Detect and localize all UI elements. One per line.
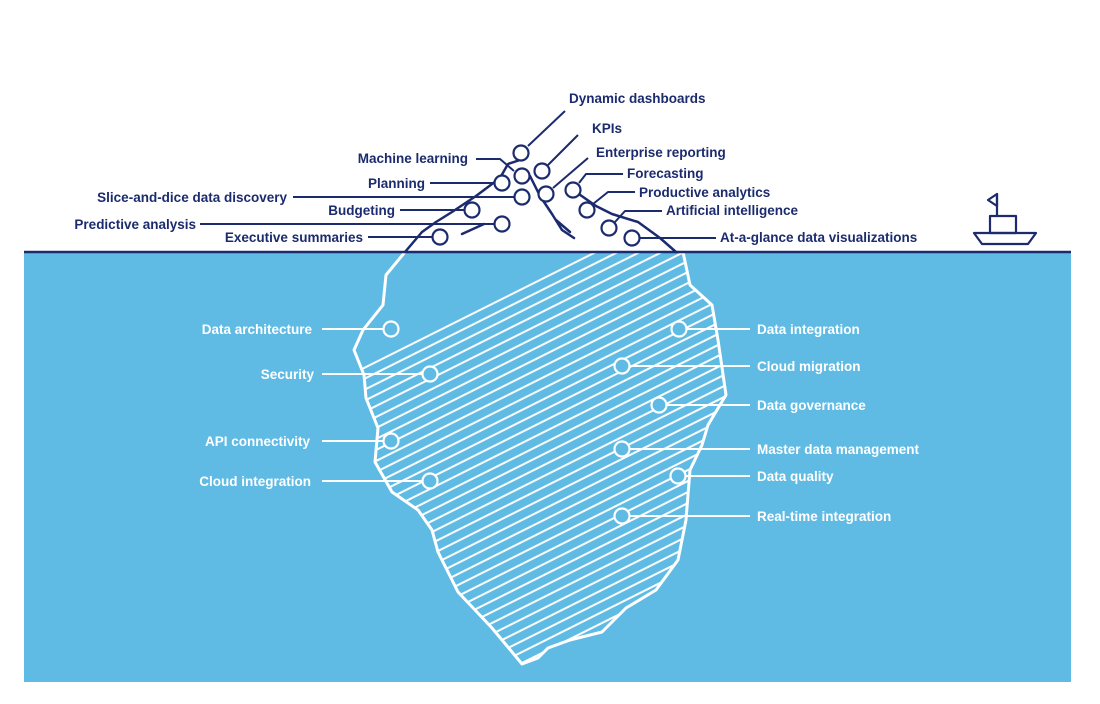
above-water-labels: Dynamic dashboards KPIs Machine learning… [74, 91, 917, 245]
node-cloud-migration [613, 357, 631, 375]
hatch-line [354, 252, 726, 664]
connector-enterprise-reporting [552, 157, 589, 189]
connector-dynamic-dashboards [527, 110, 566, 147]
node-real-time-integration [613, 507, 631, 525]
hatch-line [354, 252, 689, 664]
connector-forecasting [578, 173, 623, 184]
hatch-line [354, 252, 645, 664]
hatch-line [425, 252, 726, 664]
iceberg-underwater-outline [352, 251, 728, 666]
node-planning [493, 174, 511, 192]
hatch-line [354, 252, 726, 664]
label-cloud-migration: Cloud migration [757, 359, 861, 374]
hatch-line [354, 252, 726, 664]
hatch-line [354, 252, 726, 664]
node-data-architecture [382, 320, 400, 338]
label-forecasting: Forecasting [627, 166, 704, 181]
label-data-governance: Data governance [757, 398, 866, 413]
node-data-governance [650, 396, 668, 414]
node-at-a-glance [623, 229, 641, 247]
label-slice-and-dice: Slice-and-dice data discovery [97, 190, 287, 205]
hatch-line [354, 252, 726, 664]
label-budgeting: Budgeting [328, 203, 395, 218]
connector-kpis [547, 134, 579, 166]
hatch-line [354, 252, 623, 664]
node-markers [382, 144, 688, 525]
hatch-line [354, 252, 726, 664]
label-predictive-analysis: Predictive analysis [74, 217, 196, 232]
label-machine-learning: Machine learning [358, 151, 468, 166]
hatch-line [354, 252, 726, 664]
label-real-time-integration: Real-time integration [757, 509, 891, 524]
connector-machine-learning [476, 158, 515, 172]
node-enterprise-reporting [537, 185, 555, 203]
below-water-labels: Data architecture Security API connectiv… [199, 322, 919, 524]
label-at-a-glance: At-a-glance data visualizations [720, 230, 917, 245]
hatch-line [354, 252, 601, 664]
label-data-integration: Data integration [757, 322, 860, 337]
node-budgeting [463, 201, 481, 219]
hatch-line [1086, 250, 1100, 700]
hatch-line [381, 252, 726, 664]
node-slice-and-dice [513, 188, 531, 206]
node-api-connectivity [382, 432, 400, 450]
hatch-line [359, 252, 726, 664]
hatch-line [354, 252, 711, 664]
hatch-line [354, 252, 726, 664]
node-dynamic-dashboards [512, 144, 530, 162]
node-machine-learning [513, 167, 531, 185]
water-area [24, 252, 1071, 682]
hatch-line [354, 252, 726, 664]
hatch-line [403, 252, 726, 664]
label-enterprise-reporting: Enterprise reporting [596, 145, 726, 160]
hatch-line [354, 252, 726, 664]
sailboat-icon [972, 192, 1038, 246]
label-executive-summaries: Executive summaries [225, 230, 363, 245]
hatch-line [354, 252, 726, 664]
node-kpis [533, 162, 551, 180]
label-master-data-management: Master data management [757, 442, 920, 457]
hatch-line [354, 252, 667, 664]
node-artificial-intelligence [600, 219, 618, 237]
label-artificial-intelligence: Artificial intelligence [666, 203, 799, 218]
label-planning: Planning [368, 176, 425, 191]
node-productive-analytics [578, 201, 596, 219]
node-data-quality [669, 467, 687, 485]
label-security: Security [261, 367, 315, 382]
label-kpis: KPIs [592, 121, 622, 136]
node-security [421, 365, 439, 383]
label-cloud-integration: Cloud integration [199, 474, 311, 489]
hatch-line [354, 252, 726, 664]
connector-productive-analytics [592, 191, 635, 205]
node-executive-summaries [431, 228, 449, 246]
label-data-quality: Data quality [757, 469, 834, 484]
hatch-line [447, 252, 726, 664]
hatch-line [354, 252, 726, 664]
node-cloud-integration [421, 472, 439, 490]
hatch-line [354, 252, 726, 664]
node-master-data-management [613, 440, 631, 458]
node-predictive-analysis [493, 215, 511, 233]
label-api-connectivity: API connectivity [205, 434, 311, 449]
connector-artificial-intelligence [614, 210, 662, 223]
label-productive-analytics: Productive analytics [639, 185, 770, 200]
label-data-architecture: Data architecture [202, 322, 313, 337]
connector-lines [200, 110, 750, 517]
label-dynamic-dashboards: Dynamic dashboards [569, 91, 706, 106]
node-data-integration [670, 320, 688, 338]
node-forecasting [564, 181, 582, 199]
